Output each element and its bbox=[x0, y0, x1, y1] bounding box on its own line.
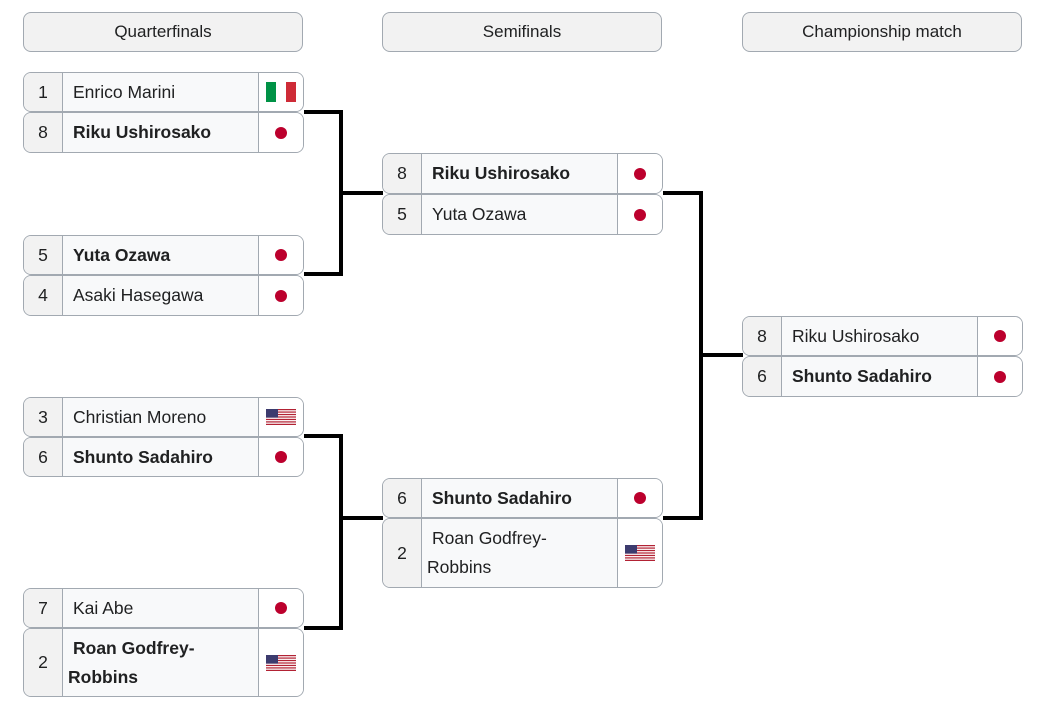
competitor-name: Yuta Ozawa bbox=[63, 236, 259, 274]
qf1-competitor-bottom: 8 Riku Ushirosako bbox=[23, 112, 304, 153]
japan-flag-icon bbox=[259, 589, 303, 627]
qf1-competitor-top: 1 Enrico Marini bbox=[23, 72, 304, 112]
seed: 4 bbox=[24, 276, 63, 315]
japan-flag-icon bbox=[978, 357, 1022, 396]
italy-flag-icon bbox=[259, 73, 303, 111]
final-competitor-bottom: 6 Shunto Sadahiro bbox=[742, 356, 1023, 397]
competitor-name: Roan Godfrey-Robbins bbox=[422, 519, 618, 587]
seed: 6 bbox=[383, 479, 422, 517]
competitor-name: Riku Ushirosako bbox=[63, 113, 259, 152]
seed: 6 bbox=[24, 438, 63, 476]
competitor-name: Riku Ushirosako bbox=[422, 154, 618, 193]
japan-flag-icon bbox=[259, 438, 303, 476]
competitor-name: Yuta Ozawa bbox=[422, 195, 618, 234]
qf3-competitor-top: 3 Christian Moreno bbox=[23, 397, 304, 437]
qf4-competitor-top: 7 Kai Abe bbox=[23, 588, 304, 628]
japan-flag-icon bbox=[259, 113, 303, 152]
japan-flag-icon bbox=[618, 195, 662, 234]
japan-flag-icon bbox=[259, 276, 303, 315]
qf4-competitor-bottom: 2 Roan Godfrey-Robbins bbox=[23, 628, 304, 697]
usa-flag-icon bbox=[618, 519, 662, 587]
sf1-competitor-top: 8 Riku Ushirosako bbox=[382, 153, 663, 194]
sf2-competitor-bottom: 2 Roan Godfrey-Robbins bbox=[382, 518, 663, 588]
seed: 8 bbox=[24, 113, 63, 152]
seed: 8 bbox=[743, 317, 782, 355]
competitor-name: Kai Abe bbox=[63, 589, 259, 627]
connector-qf1-qf2 bbox=[304, 110, 343, 276]
seed: 5 bbox=[24, 236, 63, 274]
qf2-competitor-top: 5 Yuta Ozawa bbox=[23, 235, 304, 275]
seed: 5 bbox=[383, 195, 422, 234]
usa-flag-icon bbox=[259, 398, 303, 436]
round-header-championship: Championship match bbox=[742, 12, 1022, 52]
seed: 6 bbox=[743, 357, 782, 396]
qf3-competitor-bottom: 6 Shunto Sadahiro bbox=[23, 437, 304, 477]
sf2-competitor-top: 6 Shunto Sadahiro bbox=[382, 478, 663, 518]
round-header-quarterfinals: Quarterfinals bbox=[23, 12, 303, 52]
sf1-competitor-bottom: 5 Yuta Ozawa bbox=[382, 194, 663, 235]
competitor-name: Roan Godfrey-Robbins bbox=[63, 629, 259, 696]
seed: 8 bbox=[383, 154, 422, 193]
competitor-name: Shunto Sadahiro bbox=[422, 479, 618, 517]
competitor-name: Shunto Sadahiro bbox=[782, 357, 978, 396]
seed: 2 bbox=[383, 519, 422, 587]
competitor-name: Shunto Sadahiro bbox=[63, 438, 259, 476]
seed: 7 bbox=[24, 589, 63, 627]
japan-flag-icon bbox=[259, 236, 303, 274]
competitor-name: Asaki Hasegawa bbox=[63, 276, 259, 315]
japan-flag-icon bbox=[978, 317, 1022, 355]
competitor-name: Christian Moreno bbox=[63, 398, 259, 436]
japan-flag-icon bbox=[618, 154, 662, 193]
usa-flag-icon bbox=[259, 629, 303, 696]
seed: 1 bbox=[24, 73, 63, 111]
seed: 3 bbox=[24, 398, 63, 436]
japan-flag-icon bbox=[618, 479, 662, 517]
connector-sf1-sf2 bbox=[663, 191, 703, 520]
competitor-name: Riku Ushirosako bbox=[782, 317, 978, 355]
competitor-name: Enrico Marini bbox=[63, 73, 259, 111]
final-competitor-top: 8 Riku Ushirosako bbox=[742, 316, 1023, 356]
seed: 2 bbox=[24, 629, 63, 696]
connector-qf3-qf4 bbox=[304, 434, 343, 630]
round-header-semifinals: Semifinals bbox=[382, 12, 662, 52]
qf2-competitor-bottom: 4 Asaki Hasegawa bbox=[23, 275, 304, 316]
